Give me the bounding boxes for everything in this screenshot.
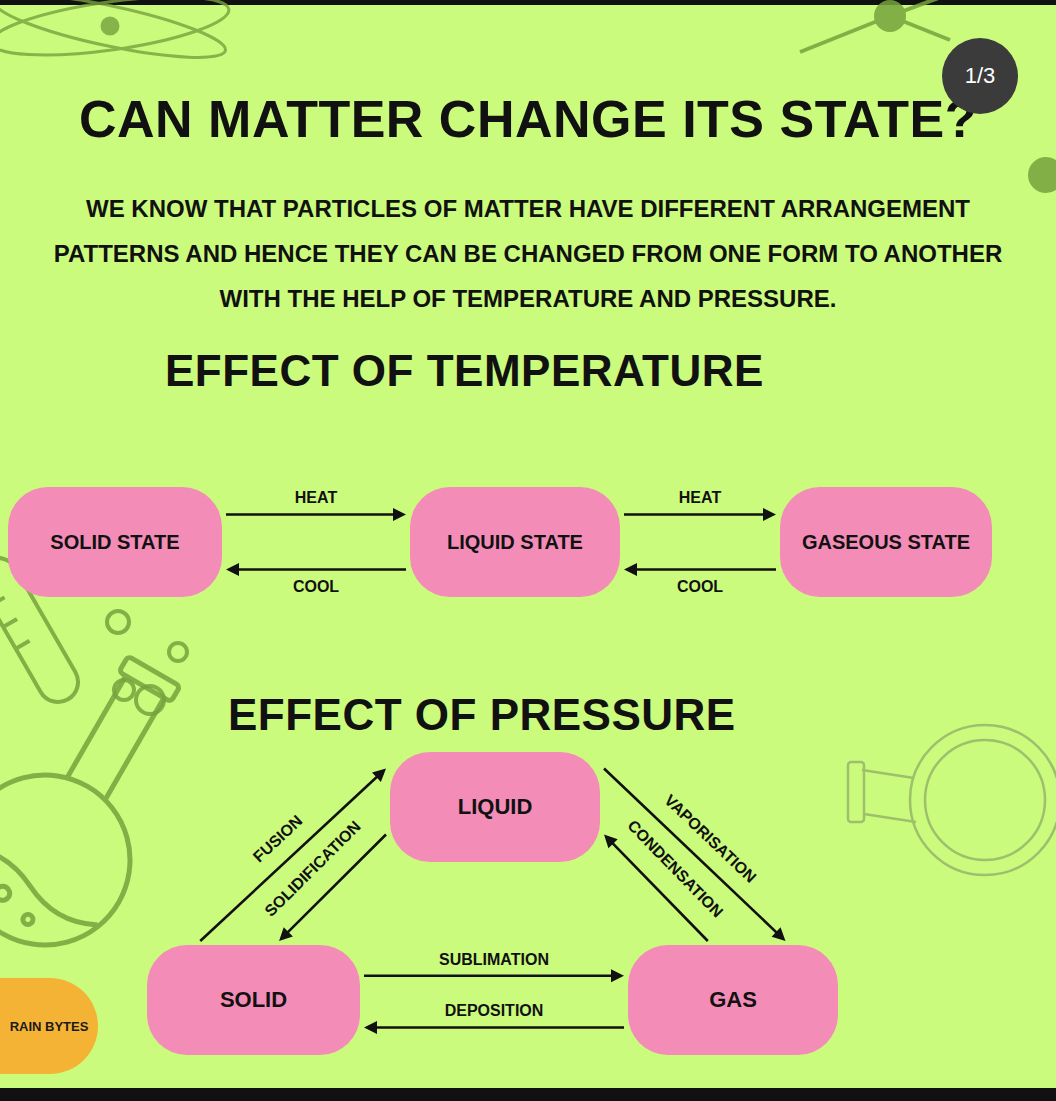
bottom-border [0,1088,1056,1101]
section-heading: EFFECT OF TEMPERATURE [165,346,764,396]
molecule-atom [1030,159,1056,191]
state-name: SOLID [220,987,287,1013]
arrow-head [372,769,386,783]
logo-text: RAIN BYTES [10,1019,89,1034]
arrow-head [763,508,776,521]
arrow-head [624,563,637,576]
round-flask-body [925,740,1045,860]
transition-arrow [200,769,386,942]
flask-neck [67,676,126,778]
state-name: LIQUID [458,794,533,820]
state-box: SOLID STATE [8,487,222,597]
tube-mark [0,597,5,605]
page-badge: 1/3 [942,38,1018,114]
transition-arrow [226,508,406,521]
atom-doodle [0,0,232,70]
transition-label: SUBLIMATION [436,951,552,969]
arrow-line [374,1026,624,1029]
transition-label: HEAT [292,489,340,507]
section-heading: EFFECT OF PRESSURE [228,690,736,740]
state-box: GASEOUS STATE [780,487,992,597]
arrow-head [364,1021,377,1034]
transition-label: FUSION [248,809,309,867]
round-flask-sketch [848,725,1056,875]
state-box: LIQUID STATE [410,487,620,597]
intro-text: WE KNOW THAT PARTICLES OF MATTER HAVE DI… [38,186,1018,321]
state-name: GAS [709,987,757,1013]
arrow-line [364,974,614,977]
state-box: GAS [628,945,838,1055]
arrow-line [624,513,766,516]
flask-lip [119,656,180,702]
tube-mark [3,619,17,627]
page-number: 1/3 [965,63,996,89]
flask-liquid [0,838,103,933]
round-flask-body [910,725,1056,875]
arrow-line [236,568,406,571]
state-name: LIQUID STATE [447,531,583,554]
transition-label: COOL [674,578,726,596]
state-name: GASEOUS STATE [802,531,970,554]
arrow-head [772,927,786,941]
transition-label: DEPOSITION [442,1002,547,1020]
arrow-line [226,513,396,516]
state-name: SOLID STATE [50,531,179,554]
logo-badge: RAIN BYTES [0,978,98,1074]
transition-arrow [364,969,624,982]
molecule-atom [876,2,904,30]
atom-core [102,18,118,34]
arrow-line [200,776,378,941]
arrow-head [279,927,293,941]
title: CAN MATTER CHANGE ITS STATE? [0,88,1056,150]
transition-label: HEAT [676,489,724,507]
arrow-head [604,835,618,849]
flask-bubble [21,913,35,927]
flask-bubble [0,884,12,903]
arrow-head [226,563,239,576]
transition-arrow [364,1021,624,1034]
arrow-line [634,568,776,571]
atom-orbit [0,0,230,70]
transition-arrow [226,563,406,576]
tube-mark [16,641,30,649]
round-flask-lip [848,762,864,822]
bubble [107,611,129,633]
arrow-line [604,769,778,934]
transition-arrow [624,563,776,576]
state-box: SOLID [147,945,360,1055]
bubble [169,643,187,661]
flask-neck [105,698,164,800]
flask-doodle [0,629,228,976]
state-box: LIQUID [390,752,600,862]
transition-label: COOL [290,578,342,596]
transition-arrow [624,508,776,521]
flask-body [0,744,161,976]
transition-arrow [604,769,786,942]
arrow-head [611,969,624,982]
arrow-head [393,508,406,521]
round-flask-neck [862,770,916,822]
bubbles-doodle [107,611,187,714]
